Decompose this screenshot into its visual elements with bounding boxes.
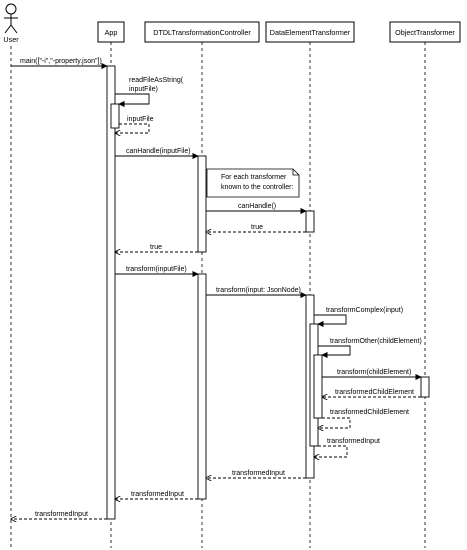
msg-transformed-input-3-label: transformedInput [131, 491, 184, 498]
note-box [206, 168, 300, 198]
app-nested-activation [110, 103, 120, 129]
object-transformer-label: ObjectTransformer [395, 28, 455, 37]
object-transformer-activation [420, 376, 430, 398]
controller-label: DTDLTransformationController [153, 28, 251, 37]
note-fold [292, 169, 299, 176]
msg-transformed-input-1-label: transformedInput [327, 438, 380, 445]
msg-input-file-return-label: inputFile [127, 116, 154, 123]
msg-main-label: main(["-i","-property.json"]) [20, 58, 102, 65]
msg-true-inner-label: true [251, 224, 263, 231]
note-line-2: known to the controller: [221, 184, 293, 191]
msg-input-file-return-arrow [115, 123, 150, 133]
user-actor-icon [4, 3, 18, 34]
msg-transformed-child-1-label: transformedChildElement [335, 389, 414, 396]
msg-read-file-arrow [115, 93, 150, 108]
controller-box [144, 21, 260, 43]
det-activation-other [313, 354, 323, 419]
msg-transform-child-label: transform(childElement) [337, 369, 411, 376]
msg-transformed-input-1-arrow [314, 445, 348, 457]
msg-transformed-child-2-label: transformedChildElement [330, 409, 409, 416]
msg-read-file-label-1: readFileAsString( [129, 77, 184, 84]
msg-can-handle-input-label: canHandle(inputFile) [126, 148, 191, 155]
user-label: User [3, 35, 19, 44]
app-activation [106, 65, 116, 520]
msg-transformed-child-2-arrow [318, 417, 351, 428]
msg-transform-other-arrow [318, 345, 351, 359]
msg-transform-json-node-label: transform(input: JsonNode) [216, 287, 301, 294]
msg-read-file-label-2: inputFile) [129, 86, 158, 93]
controller-activation-transform [197, 273, 207, 500]
msg-transform-complex-arrow [314, 314, 347, 328]
data-element-transformer-box [265, 21, 355, 43]
app-box [97, 21, 125, 43]
msg-true-outer-label: true [150, 244, 162, 251]
msg-can-handle-label: canHandle() [238, 203, 276, 210]
msg-transform-input-file-label: transform(inputFile) [126, 266, 187, 273]
msg-transform-other-label: transformOther(childElement) [330, 338, 422, 345]
msg-transform-complex-label: transformComplex(input) [326, 307, 403, 314]
msg-transformed-input-2-label: transformedInput [232, 470, 285, 477]
data-element-transformer-label: DataElementTransformer [270, 28, 351, 37]
object-transformer-box [389, 21, 461, 43]
msg-transformed-input-4-label: transformedInput [35, 511, 88, 518]
controller-activation-canhandle [197, 155, 207, 253]
note-line-1: For each transformer [221, 174, 287, 181]
app-label: App [105, 28, 118, 37]
det-activation-canhandle [305, 210, 315, 233]
